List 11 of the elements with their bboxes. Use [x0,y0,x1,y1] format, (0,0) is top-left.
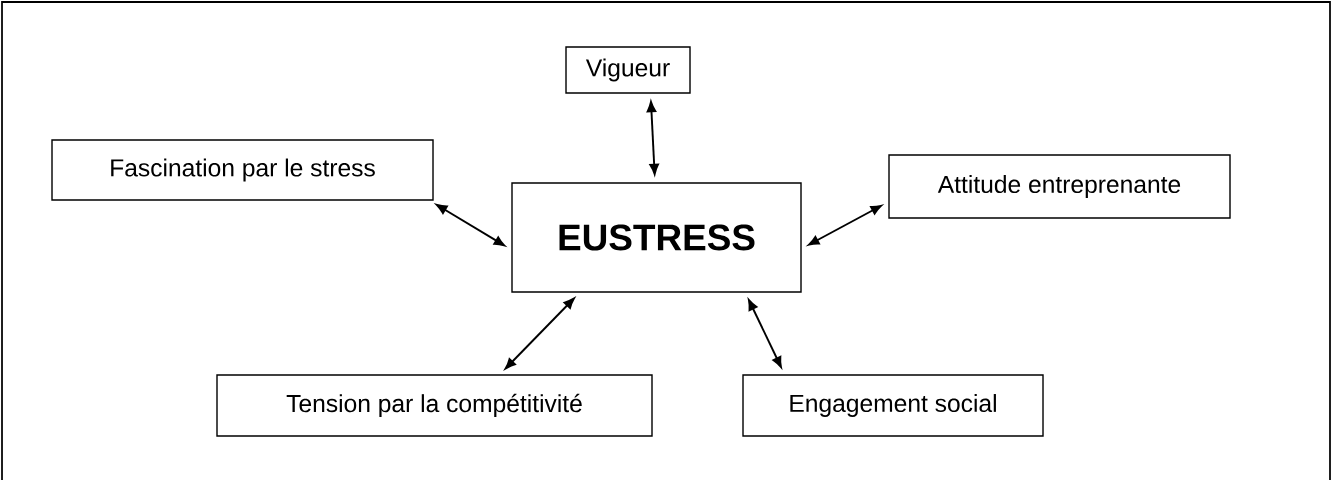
central-box: EUSTRESS [511,182,802,293]
arrow [748,299,782,368]
concept-box: Tension par la compétitivité [216,374,653,437]
concept-box: Engagement social [742,374,1044,437]
arrow [436,204,506,247]
arrow [504,297,575,370]
concept-box: Attitude entreprenante [888,154,1231,219]
arrow [646,101,659,175]
concept-box: Fascination par le stress [51,139,434,201]
concept-box: Vigueur [565,46,691,94]
arrow [808,204,882,246]
